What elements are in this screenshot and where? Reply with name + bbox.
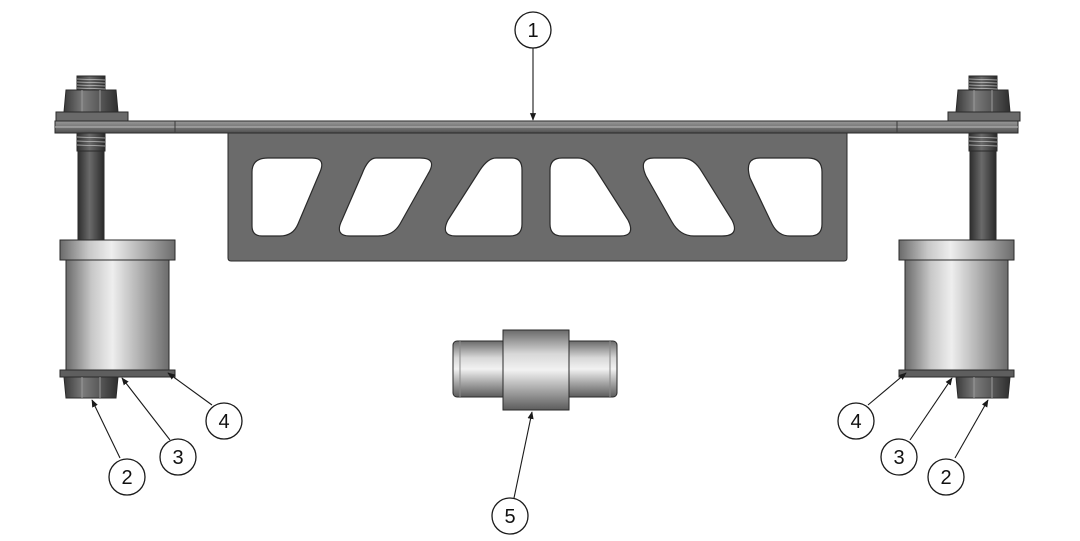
nut <box>63 376 119 399</box>
callout-3-right: 3 <box>880 438 918 476</box>
callout-4-left: 4 <box>205 402 243 440</box>
washer <box>898 369 1015 378</box>
callout-4-right: 4 <box>837 402 875 440</box>
callout-label: 5 <box>504 506 515 528</box>
callout-label: 2 <box>121 467 132 489</box>
callout-2-left: 2 <box>108 458 146 496</box>
callout-label: 3 <box>893 447 904 469</box>
left-bolt-assembly <box>55 75 176 399</box>
nut <box>955 376 1011 399</box>
leader-5 <box>513 411 534 499</box>
leader-2-right <box>954 399 989 459</box>
top-washer <box>55 111 129 122</box>
top-nut <box>955 89 1011 113</box>
callout-label: 3 <box>172 447 183 469</box>
lightening-hole <box>747 157 823 237</box>
lightening-hole <box>251 157 323 237</box>
leader-2-left <box>91 399 121 459</box>
bolt-shank <box>969 150 997 241</box>
leader-4-right <box>867 372 907 406</box>
spacer-pin <box>452 329 618 411</box>
callout-label: 2 <box>940 467 951 489</box>
callout-3-left: 3 <box>159 438 197 476</box>
lightening-hole <box>642 157 735 237</box>
leader-3-right <box>909 377 953 441</box>
callout-label: 4 <box>218 411 229 433</box>
bracket-web <box>227 130 848 262</box>
callout-2-right: 2 <box>927 458 965 496</box>
bracket-plate <box>54 120 1019 262</box>
right-bolt-assembly <box>898 75 1021 399</box>
bushing <box>59 239 176 371</box>
top-washer <box>947 111 1021 122</box>
top-nut <box>63 89 119 113</box>
callout-label: 1 <box>527 20 538 42</box>
lightening-hole <box>338 157 433 237</box>
bushing <box>898 239 1015 371</box>
callout-5: 5 <box>491 497 529 535</box>
lightening-hole <box>444 157 523 237</box>
callout-1: 1 <box>514 11 552 49</box>
lightening-hole <box>549 157 632 237</box>
callout-label: 4 <box>850 411 861 433</box>
leader-lines <box>91 47 989 499</box>
bolt-shank <box>77 150 105 241</box>
washer <box>59 369 176 378</box>
leader-4-left <box>167 372 213 406</box>
lightening-holes <box>251 157 823 237</box>
leader-3-left <box>121 377 171 441</box>
